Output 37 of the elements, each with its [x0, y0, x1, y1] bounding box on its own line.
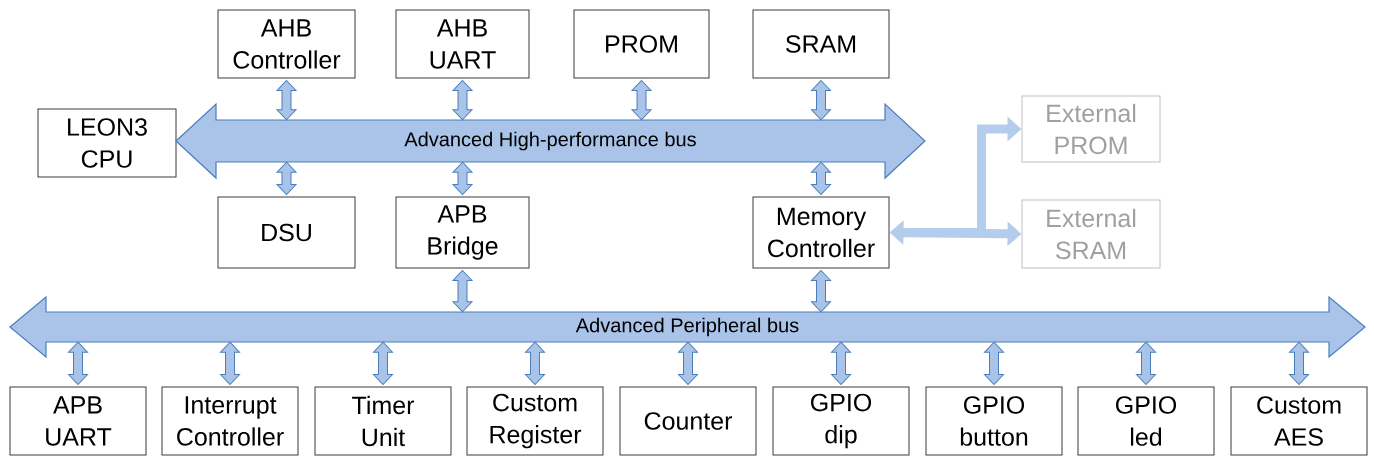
component-box: DSU [217, 196, 356, 269]
component-box: APB UART [9, 386, 147, 456]
component-box: AHB UART [395, 9, 530, 79]
double-arrow [678, 341, 698, 385]
component-box: Memory Controller [752, 196, 890, 269]
double-arrow [1289, 341, 1309, 385]
component-box: Counter [619, 386, 757, 456]
double-arrow [631, 80, 652, 121]
double-arrow [452, 270, 473, 313]
component-box: PROM [573, 9, 710, 79]
component-box: APB Bridge [395, 196, 530, 269]
component-box: GPIO led [1077, 386, 1215, 456]
double-arrow [220, 341, 240, 385]
double-arrow [276, 80, 297, 121]
double-arrow [276, 161, 297, 195]
component-box: GPIO dip [772, 386, 910, 456]
component-box: LEON3 CPU [37, 108, 177, 178]
component-box: AHB Controller [217, 9, 356, 79]
external-memory-box: External SRAM [1021, 199, 1161, 269]
component-box: SRAM [752, 9, 890, 79]
double-arrow [811, 161, 831, 195]
double-arrow [811, 80, 831, 121]
double-arrow [68, 341, 88, 385]
double-arrow [525, 341, 545, 385]
double-arrow [373, 341, 393, 385]
external-memory-box: External PROM [1021, 95, 1161, 163]
component-box: Custom AES [1230, 386, 1368, 456]
component-box: Custom Register [466, 386, 604, 456]
component-box: Interrupt Controller [161, 386, 299, 456]
double-arrow [831, 341, 851, 385]
component-box: GPIO button [925, 386, 1063, 456]
double-arrow [984, 341, 1004, 385]
double-arrow [452, 161, 473, 195]
double-arrow [1136, 341, 1156, 385]
double-arrow [811, 270, 831, 313]
component-box: Timer Unit [314, 386, 452, 456]
double-arrow [452, 80, 473, 121]
